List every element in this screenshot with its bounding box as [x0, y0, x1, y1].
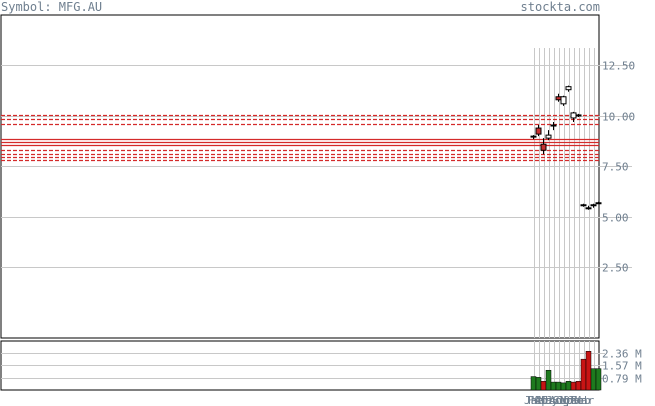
candle-body — [530, 135, 537, 138]
month-tick-label: Feb — [528, 394, 548, 406]
month-tick-label: Aug — [549, 394, 569, 406]
month-tick-label: Nov — [560, 394, 580, 406]
symbol-label: Symbol: MFG.AU — [1, 0, 103, 14]
volume-bar — [585, 351, 592, 391]
price-axis-tick-label: 2.50 — [602, 262, 629, 275]
month-tick-label: Jan — [524, 394, 544, 406]
volume-axis-tick-label: 0.79 M — [602, 373, 642, 386]
candle-body — [550, 124, 557, 127]
brand-link[interactable]: stockta.com — [520, 0, 600, 14]
candle-body — [570, 112, 577, 119]
price-axis-tick-label: 10.00 — [602, 111, 635, 124]
volume-bar — [535, 377, 542, 391]
volume-bar — [590, 368, 597, 391]
volume-bar — [555, 381, 562, 391]
price-axis-tick-label: 5.00 — [602, 212, 629, 225]
volume-bar — [530, 376, 537, 391]
month-tick-label: Jan — [567, 394, 587, 406]
month-tick-label: Jul — [546, 394, 566, 406]
candle-body — [595, 202, 602, 205]
volume-bar — [570, 381, 577, 391]
price-axis-tick-label: 12.50 — [602, 60, 635, 73]
candle-body — [560, 96, 567, 105]
month-tick-label: Jun — [542, 394, 562, 406]
candle-body — [540, 143, 547, 151]
candle-body — [555, 96, 562, 101]
price-panel: 12.50 10.00 7.50 5.00 2.50 — [0, 14, 635, 339]
volume-bar — [595, 368, 602, 391]
volume-bar — [560, 382, 567, 391]
volume-bar — [545, 369, 552, 391]
month-tick-label: Dec — [564, 394, 584, 406]
month-tick-label: Oct — [556, 394, 576, 406]
volume-axis-tick-label: 2.36 M — [602, 348, 642, 361]
month-tick-label: Mar — [574, 394, 594, 406]
volume-bar — [575, 381, 582, 391]
month-tick-label: Feb — [571, 394, 591, 406]
volume-panel: 2.36 M1.57 M0.79 MJanFebMarAprMayJunJulA… — [0, 340, 642, 406]
candle-body — [545, 134, 552, 139]
month-tick-label: Sep — [553, 394, 573, 406]
volume-bar — [580, 358, 587, 391]
volume-bar — [565, 381, 572, 391]
price-axis-tick-label: 7.50 — [602, 161, 629, 174]
volume-bar — [540, 381, 547, 391]
candle-body — [580, 204, 587, 207]
candle-body — [585, 207, 592, 210]
volume-axis-tick-label: 1.57 M — [602, 360, 642, 373]
volume-bar — [550, 381, 557, 391]
month-tick-label: May — [538, 394, 558, 406]
price-panel-frame — [0, 14, 600, 339]
candle-body — [590, 204, 597, 207]
month-tick-label: Mar — [531, 394, 551, 406]
candle-body — [575, 114, 582, 117]
candle-body — [565, 86, 572, 91]
month-tick-label: Apr — [535, 394, 555, 406]
candle-body — [535, 127, 542, 135]
